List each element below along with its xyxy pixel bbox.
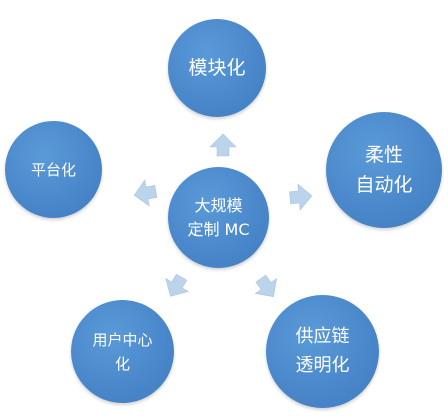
node-label: 模块化 bbox=[188, 56, 246, 79]
node-label: 平台化 bbox=[30, 160, 76, 179]
node-supply-chain-transparency: 供应链 透明化 bbox=[266, 295, 379, 408]
node-user-centric: 用户中心 化 bbox=[71, 300, 174, 403]
center-label: 大规模 定制 MC bbox=[187, 196, 250, 239]
down-left-arrow-icon bbox=[165, 273, 190, 297]
node-label: 用户中心 化 bbox=[92, 330, 153, 373]
node-label: 柔性 自动化 bbox=[355, 143, 413, 196]
up-arrow-icon bbox=[209, 133, 237, 157]
node-flexible-automation: 柔性 自动化 bbox=[326, 112, 442, 228]
node-platformization: 平台化 bbox=[5, 121, 102, 218]
right-arrow-icon bbox=[289, 183, 313, 211]
node-modularization: 模块化 bbox=[168, 19, 266, 117]
node-mass-customization: 大规模 定制 MC bbox=[168, 167, 269, 268]
down-right-arrow-icon bbox=[254, 274, 278, 297]
node-label: 供应链 透明化 bbox=[295, 325, 350, 376]
left-arrow-icon bbox=[133, 179, 158, 207]
